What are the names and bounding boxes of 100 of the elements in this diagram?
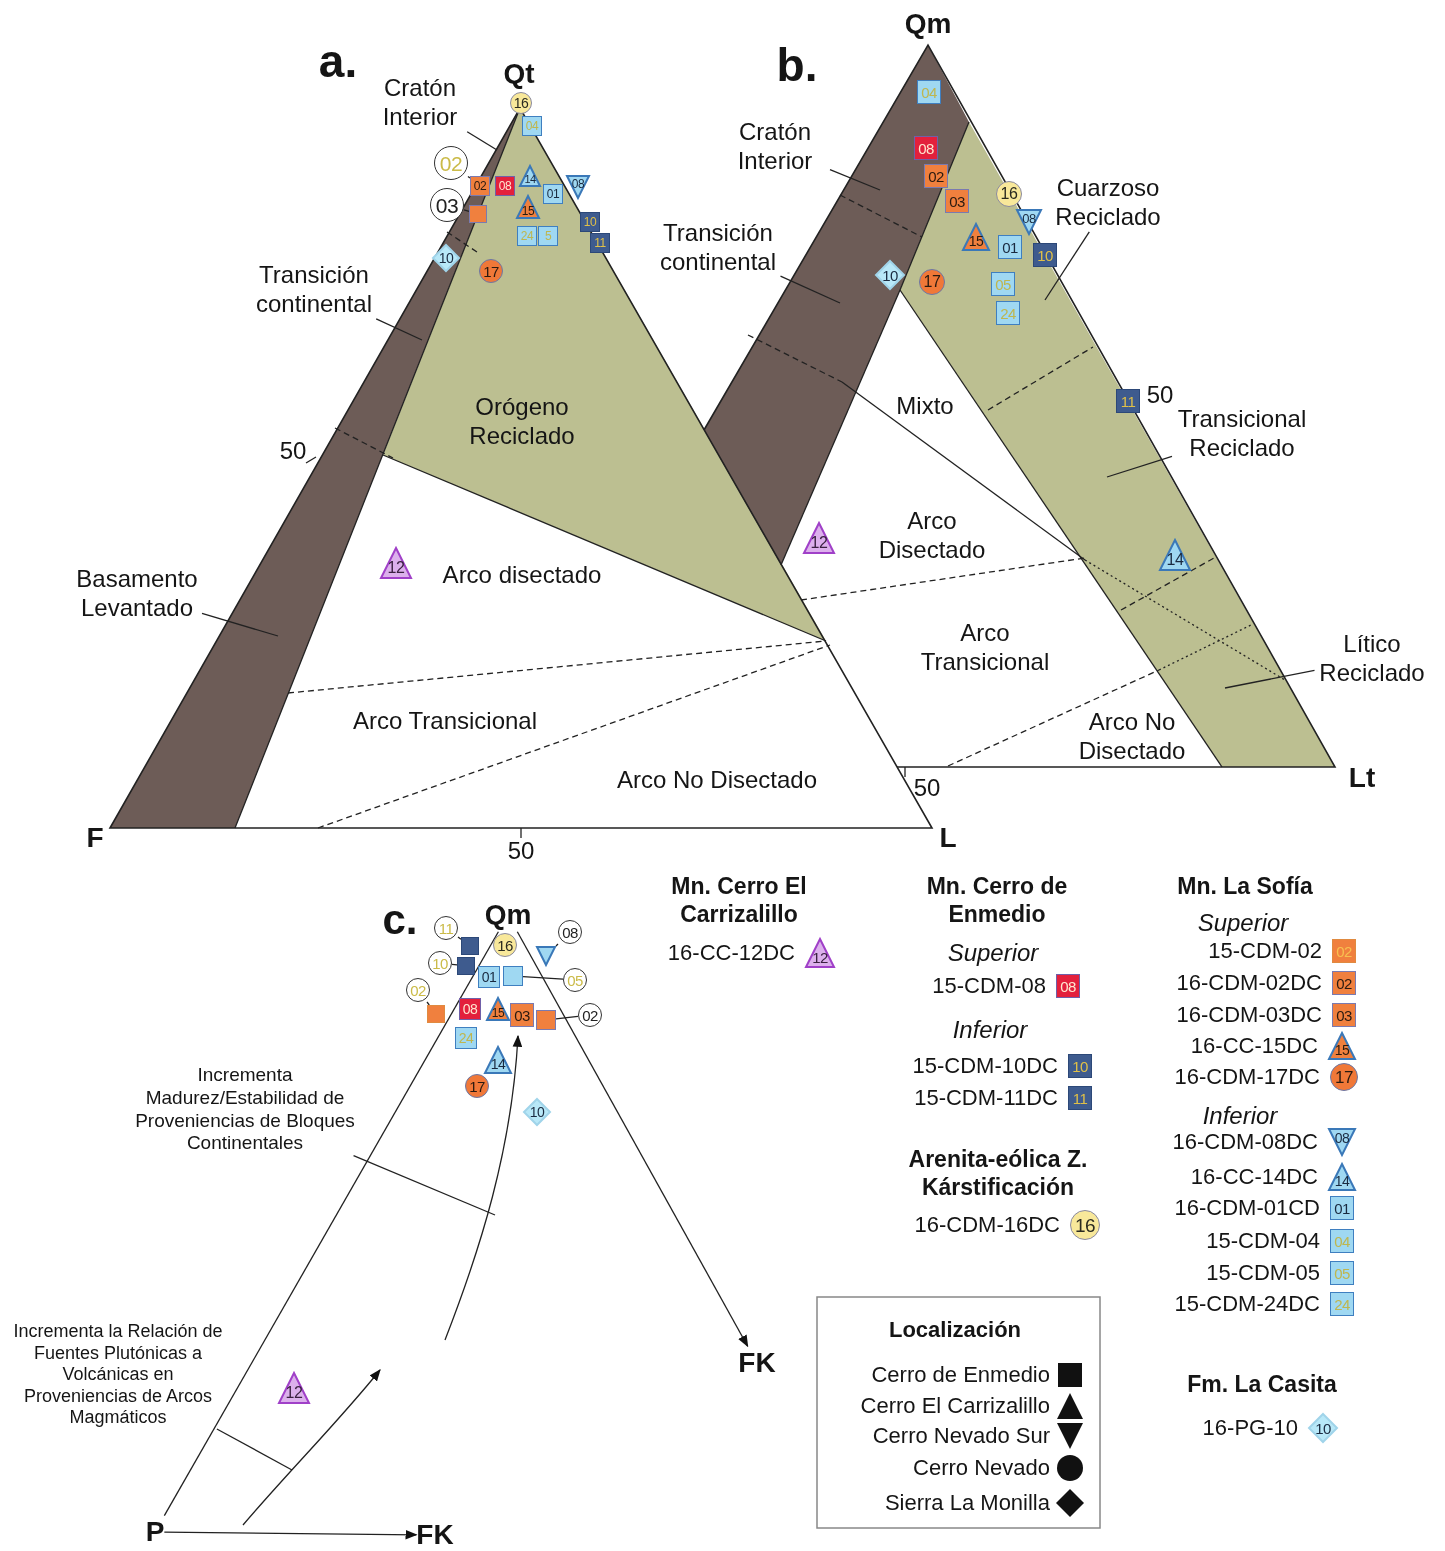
leader-line [555,1015,579,1020]
region-label: Incrementa Madurez/Estabilidad de Proveniencias de Bloques Continentales [132,1064,358,1156]
vertex-label: FK [416,1518,454,1551]
triangle-marker: 15 [486,997,510,1021]
triangle-marker: 12 [805,938,835,968]
triangle-marker: 15 [516,195,540,219]
square-marker: 02 [470,176,490,196]
panel-label: b. [776,38,818,94]
leader-line [352,1154,496,1216]
region-label: Arco Disectado [877,507,987,565]
sample-label: 16-CC-15DC [1190,1032,1318,1060]
leader-line [1224,669,1316,689]
square-marker: 08 [914,136,938,160]
panel-label: c. [382,894,418,945]
sample-label: 16-PG-10 [1202,1414,1298,1442]
callout-circle: 02 [406,978,430,1002]
callout-circle: 02 [434,146,468,180]
square-marker: 08 [1056,974,1080,998]
triangle-marker: 15 [1328,1032,1356,1060]
square-marker: 01 [543,184,563,204]
legend-heading: Localización [889,1316,1021,1344]
sample-label: 15-CDM-05 [1206,1259,1320,1287]
square-marker: 02 [1332,939,1356,963]
leader-line [466,131,498,151]
triangle-marker: 12 [278,1372,310,1404]
tick-label: 50 [1146,380,1174,410]
leader-line [451,963,458,966]
region-label: Transicional Reciclado [1172,405,1312,463]
square-marker: 04 [522,116,542,136]
inverted-triangle-marker: 08 [1328,1128,1356,1156]
square-marker: 24 [1330,1292,1354,1316]
square-marker: 10 [580,212,600,232]
circle-marker: 16 [510,92,532,114]
tick-label: 50 [913,773,941,803]
square-marker: 05 [991,272,1015,296]
square-marker: 5 [538,226,558,246]
inverted-triangle-marker: 08 [1016,209,1042,235]
region-label: Incrementa la Relación de Fuentes Plutónicas a Volcánicas en Proveniencias de Arcos Magmáticos [5,1321,231,1429]
diamond-marker: 10 [1308,1413,1338,1443]
legend-label: Cerro El Carrizalillo [860,1393,1050,1419]
region-label: Arco Transicional [352,706,538,736]
square-marker: 10 [1033,243,1057,267]
legend-heading: Mn. Cerro El Carrizalillo [670,873,808,929]
square-marker [469,205,487,223]
leader-line [1044,231,1090,301]
square-marker [503,966,523,986]
arrow [516,931,749,1348]
tick-label: 50 [279,436,307,466]
region-label: Arco Transicional [919,619,1051,677]
square-marker: 04 [1330,1229,1354,1253]
circle-marker: 17 [1330,1063,1358,1091]
legend-heading: Mn. La Sofía [1177,873,1313,901]
square-marker: 10 [1068,1054,1092,1078]
sample-label: 15-CDM-04 [1206,1227,1320,1255]
region-label: Mixto [896,391,954,421]
diamond-marker: 10 [523,1098,551,1126]
sample-label: 16-CC-14DC [1190,1163,1318,1191]
leader-line [201,612,279,637]
square-marker: 02 [924,164,948,188]
sample-label: 16-CDM-08DC [1172,1128,1318,1156]
panel-label: a. [318,34,358,90]
region-label: Basamento Levantado [72,565,202,623]
region-label: Cratón Interior [365,74,475,132]
square-marker: 01 [478,966,500,988]
sample-label: 15-CDM-02 [1208,937,1322,965]
square-marker: 03 [510,1003,534,1027]
region-label: Transición continental [251,261,377,319]
vertex-label: Qt [503,57,535,91]
legend-subheading: Inferior [1202,1101,1278,1131]
legend-heading: Fm. La Casita [1187,1371,1337,1399]
square-marker: 08 [459,998,481,1020]
triangle-side-line [163,931,500,1517]
callout-circle: 02 [578,1003,602,1027]
triangle-marker: 12 [803,522,835,554]
leader-line [555,943,559,947]
legend-subheading: Inferior [952,1015,1028,1045]
legend-subheading: Superior [1197,908,1289,938]
square-marker [536,1010,556,1030]
sample-label: 16-CDM-02DC [1176,969,1322,997]
sample-label: 16-CDM-03DC [1176,1001,1322,1029]
square-marker: 01 [1330,1196,1354,1220]
circle-marker: 17 [465,1074,489,1098]
region-label: Transición continental [655,219,781,277]
square-marker: 24 [455,1027,477,1049]
region-label: Arco disectado [442,560,602,590]
arrow [163,1529,418,1540]
sample-label: 16-CC-12DC [667,939,795,967]
triangle-marker: 12 [380,547,412,579]
callout-circle: 03 [430,188,464,222]
vertex-label: F [86,821,104,855]
callout-circle: 10 [428,951,452,975]
triangle-marker: 14 [1159,539,1191,571]
diamond-marker: 10 [432,244,460,272]
legend-heading: Mn. Cerro de Enmedio [925,873,1069,929]
leader-line [779,275,841,304]
region-label: Arco No Disectado [1077,708,1187,766]
square-marker: 08 [495,176,515,196]
square-marker [461,937,479,955]
legend-label: Cerro Nevado [913,1455,1050,1481]
leader-line [522,976,564,980]
